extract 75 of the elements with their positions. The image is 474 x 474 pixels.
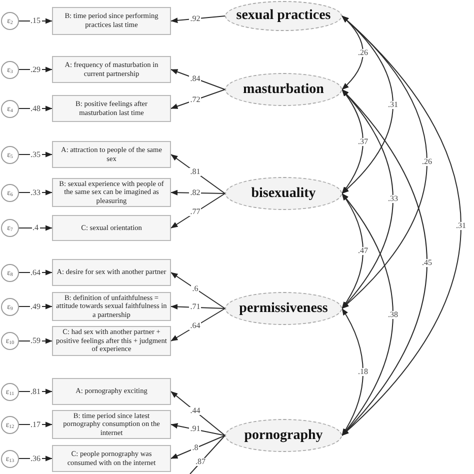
double-headed-arrow — [342, 308, 364, 436]
error-term-circle: ε$_{6}$ — [1, 184, 19, 202]
connector-line — [190, 435, 226, 474]
edge-label: .64 — [189, 322, 202, 330]
error-term-circle: ε$_{11}$ — [1, 382, 19, 400]
edge-label: .44 — [189, 407, 202, 416]
arrow — [18, 338, 52, 344]
edge-label: .77 — [189, 208, 202, 216]
latent-variable-ellipse: masturbation — [225, 73, 342, 106]
edge-label: .82 — [189, 188, 202, 197]
edge-label: .64 — [30, 268, 42, 276]
arrow — [170, 391, 226, 436]
latent-variable-ellipse: sexual practices — [225, 1, 342, 31]
edge-label: .38 — [387, 310, 399, 318]
edge-label: .37 — [357, 138, 369, 146]
edge-label: .26 — [357, 48, 369, 57]
edge-label: .15 — [30, 17, 42, 25]
arrow — [18, 225, 52, 231]
error-term-circle: ε$_{2}$ — [1, 12, 19, 30]
error-term-circle: ε$_{9}$ — [1, 298, 19, 316]
error-term-circle: ε$_{5}$ — [1, 146, 19, 164]
edge-label: .45 — [421, 258, 433, 266]
error-term-circle: ε$_{3}$ — [1, 60, 19, 78]
error-term-circle: ε$_{10}$ — [1, 332, 19, 350]
arrow — [18, 422, 52, 428]
edge-label: .92 — [189, 14, 202, 23]
error-term-circle: ε$_{4}$ — [1, 100, 19, 118]
edge-label: .26 — [421, 158, 433, 166]
arrow — [170, 272, 226, 309]
arrow — [170, 190, 226, 196]
arrow — [18, 18, 52, 24]
edge-label: .35 — [30, 150, 42, 158]
edge-label: .59 — [30, 337, 42, 345]
latent-variable-ellipse: permissiveness — [225, 292, 342, 325]
edge-label: .91 — [189, 425, 202, 434]
double-headed-arrow — [342, 89, 364, 194]
arrow — [170, 308, 226, 342]
edge-label: .31 — [455, 222, 467, 230]
error-term-circle: ε$_{13}$ — [1, 450, 19, 468]
double-headed-arrow — [342, 89, 394, 309]
edge-label: .33 — [30, 188, 42, 196]
edge-label: .6 — [191, 284, 200, 293]
edge-label: .84 — [189, 74, 202, 82]
error-term-circle: ε$_{8}$ — [1, 264, 19, 282]
edge-label: .36 — [30, 454, 42, 462]
edge-label: .8 — [191, 444, 200, 452]
arrow — [170, 89, 226, 109]
arrow — [170, 435, 226, 459]
edge-label: .4 — [32, 224, 40, 232]
double-headed-arrow — [342, 193, 394, 436]
edge-label: .31 — [387, 100, 399, 109]
edge-label: .47 — [357, 247, 369, 255]
edge-label: .87 — [194, 458, 206, 466]
arrow — [170, 304, 226, 310]
edge-label: .17 — [30, 420, 42, 428]
edge-label: .48 — [30, 104, 42, 112]
edge-label: .49 — [30, 302, 42, 310]
double-headed-arrow — [342, 193, 364, 309]
edge-label: .18 — [357, 368, 369, 376]
edge-label: .33 — [387, 195, 399, 203]
double-headed-arrow — [342, 16, 462, 436]
arrow — [170, 423, 226, 436]
edge-label: .81 — [30, 388, 42, 396]
arrow — [170, 154, 226, 194]
edge-label: .71 — [189, 303, 202, 312]
error-term-circle: ε$_{7}$ — [1, 219, 19, 237]
latent-variable-ellipse: bisexuality — [225, 177, 342, 210]
latent-variable-ellipse: pornography — [225, 419, 342, 452]
edge-label: .81 — [189, 168, 202, 176]
edge-label: .72 — [189, 96, 202, 104]
arrow — [170, 193, 226, 228]
edge-label: .29 — [30, 66, 42, 74]
double-headed-arrow — [342, 16, 428, 309]
error-term-circle: ε$_{12}$ — [1, 416, 19, 434]
double-headed-arrow — [342, 89, 428, 436]
